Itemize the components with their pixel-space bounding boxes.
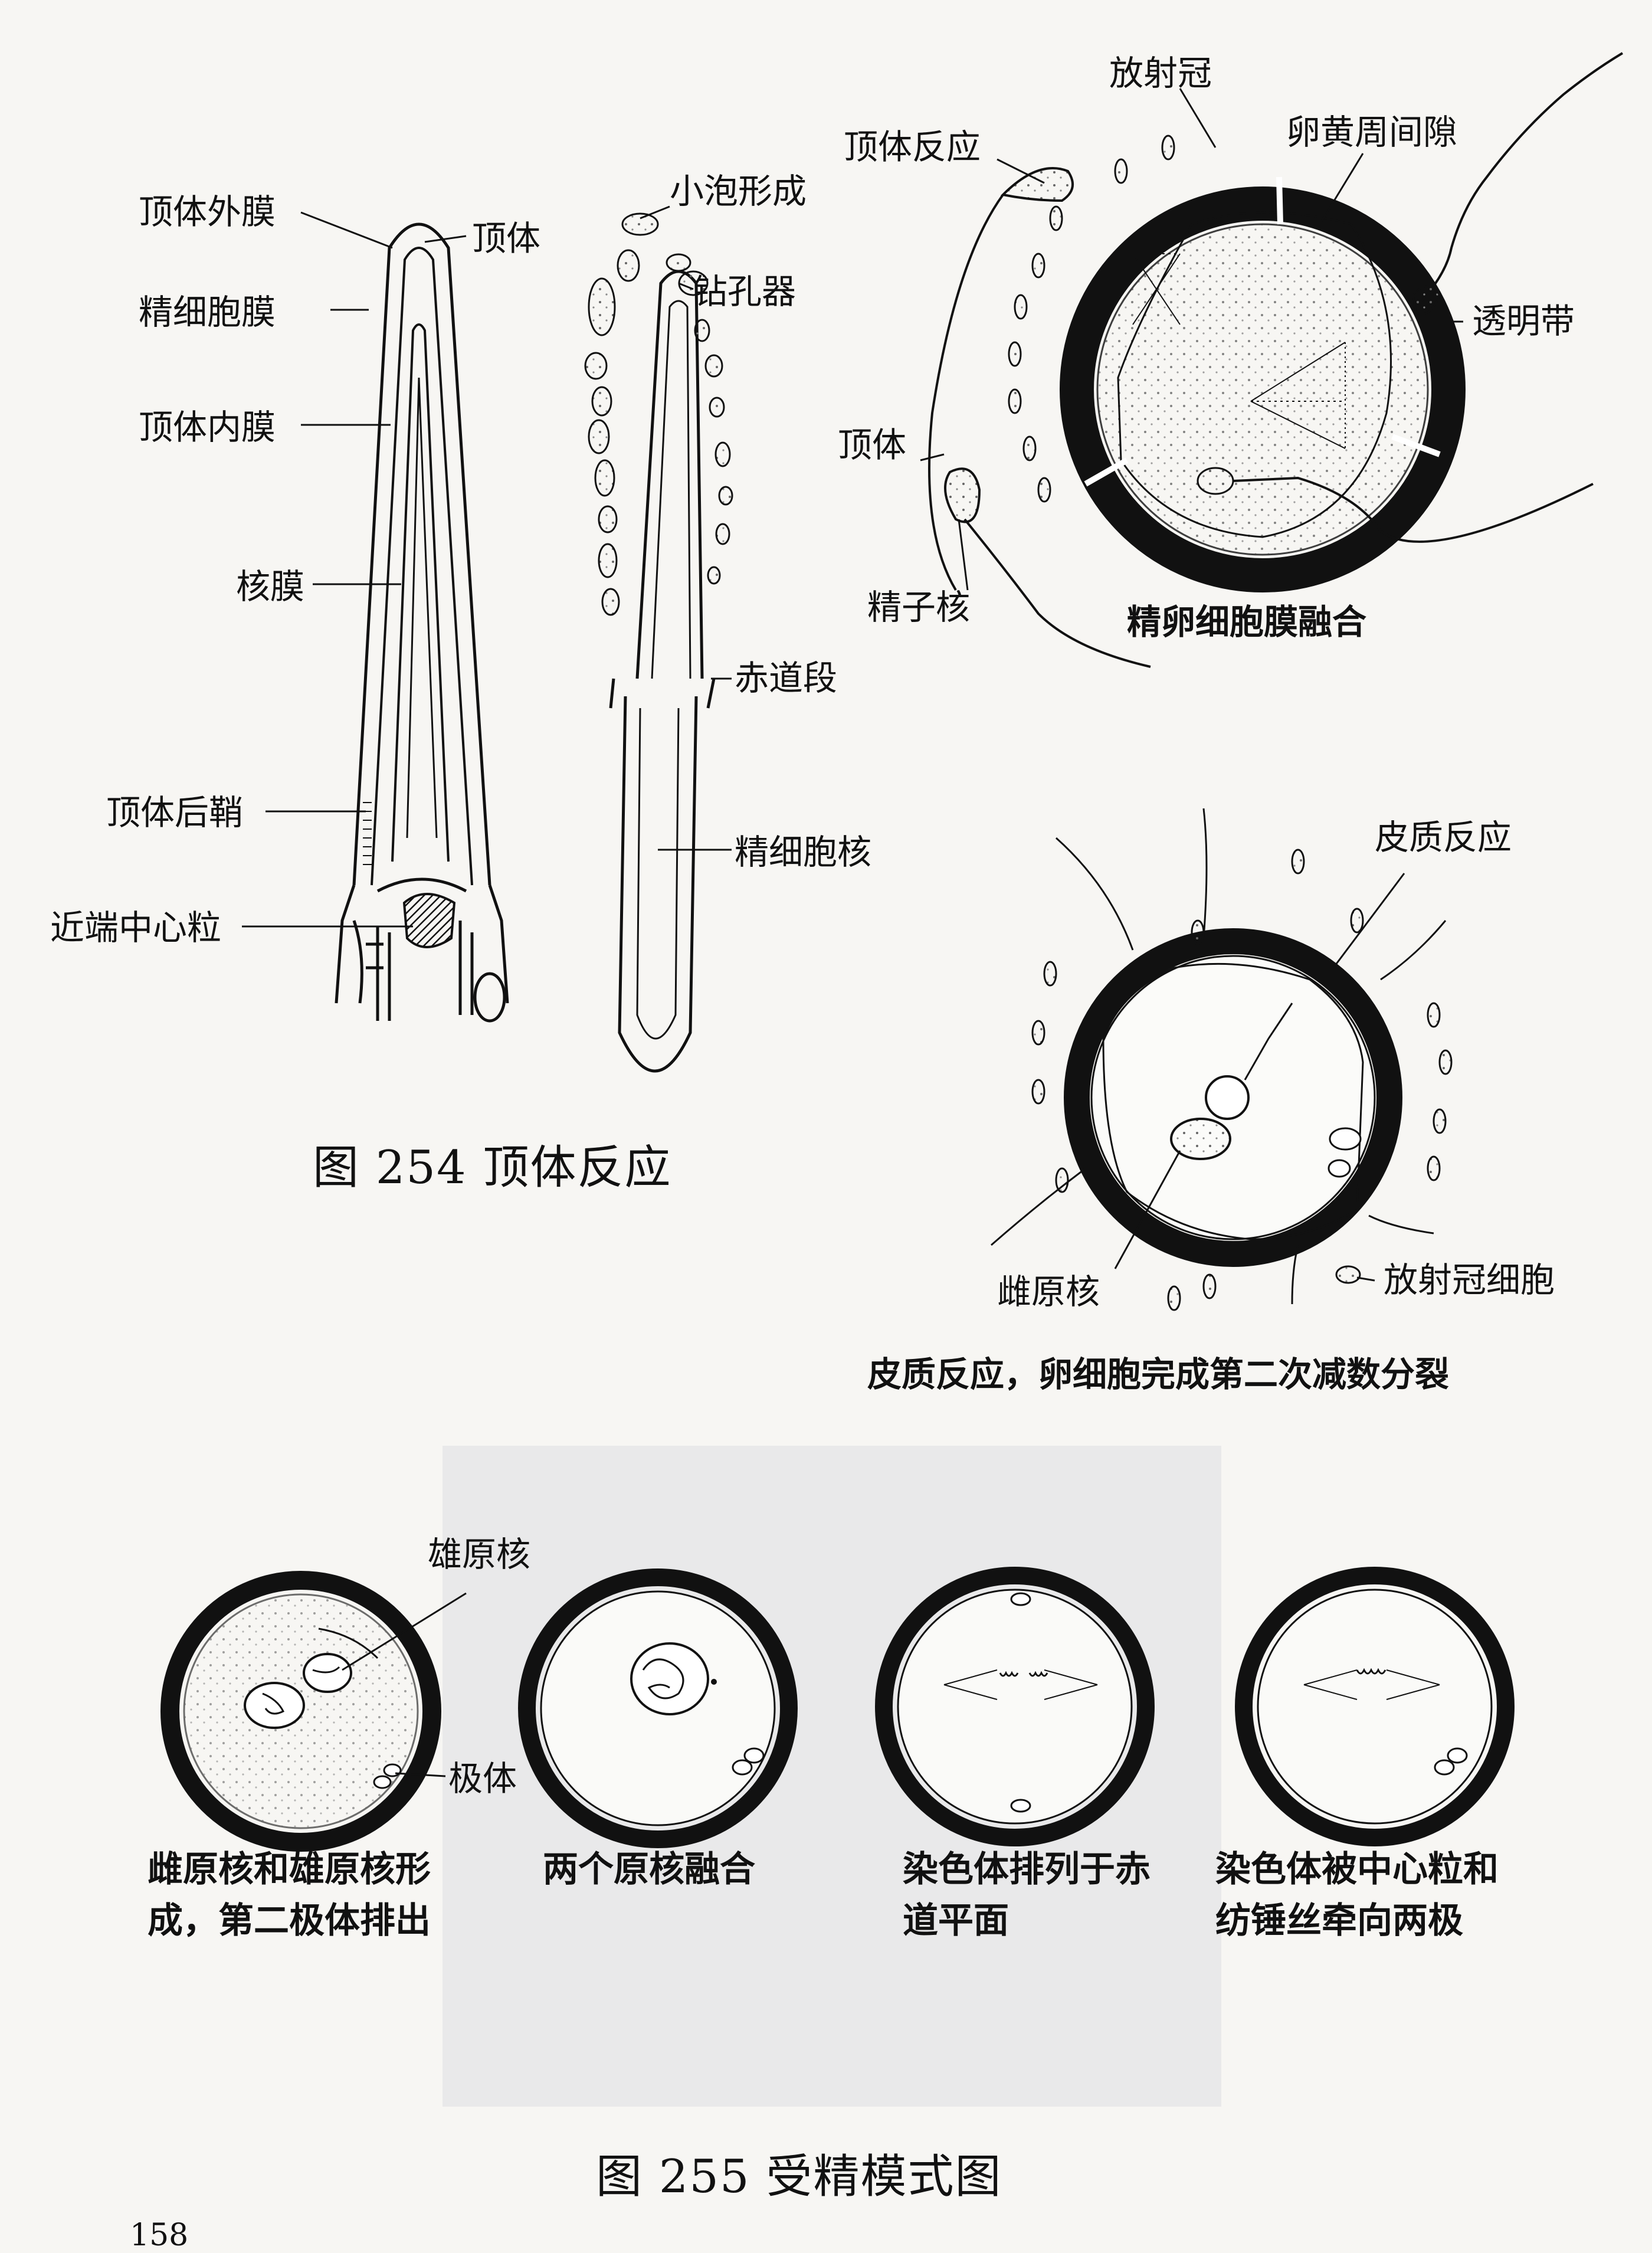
stage-1-caption-line2: 成，第二极体排出 [148, 1900, 431, 1941]
acrosome-label: 顶体 [472, 218, 541, 258]
nuclear-membrane-label: 核膜 [236, 566, 305, 607]
sperm-membrane-label: 精细胞膜 [139, 292, 276, 332]
stage-4-caption-line1: 染色体被中心粒和 [1215, 1849, 1499, 1890]
fusion-sperm-nucleus-label: 精子核 [867, 587, 971, 627]
corona-cell-label: 放射冠细胞 [1384, 1260, 1555, 1300]
stage-4-caption-line2: 纺锤丝牵向两极 [1215, 1900, 1463, 1941]
outer-acrosomal-membrane-label: 顶体外膜 [139, 192, 276, 232]
stage-3-caption: 染色体排列于赤 道平面 [903, 1844, 1150, 1947]
fig254-caption: 图 254 顶体反应 [313, 1141, 672, 1194]
perforator-label: 钻孔器 [693, 271, 796, 312]
page-number: 158 [130, 2218, 189, 2253]
vesicle-formation-label: 小泡形成 [670, 171, 807, 211]
fusion-caption: 精卵细胞膜融合 [1127, 602, 1367, 642]
equatorial-segment-label: 赤道段 [735, 658, 838, 698]
polar-body-label: 极体 [448, 1758, 517, 1799]
stage-2-egg [518, 1568, 798, 1848]
stage-3-caption-line1: 染色体排列于赤 [903, 1849, 1150, 1890]
cortical-reaction-label: 皮质反应 [1375, 817, 1512, 857]
stage-3-egg [875, 1567, 1155, 1846]
leader-lines [242, 88, 1463, 1777]
fusion-acrosome-label: 顶体 [838, 425, 907, 465]
male-pronucleus-circle [1205, 1075, 1250, 1120]
sperm-head-diagram [335, 222, 509, 1023]
fusion-egg-diagram [928, 52, 1624, 668]
female-pronucleus-label: 雌原核 [997, 1272, 1100, 1312]
sperm-nucleus-label: 精细胞核 [735, 832, 872, 872]
proximal-centriole-shape [402, 893, 456, 948]
stage-2-caption: 两个原核融合 [543, 1844, 755, 1895]
corona-radiata-label: 放射冠 [1109, 53, 1212, 93]
postacrosomal-sheath-label: 顶体后鞘 [106, 793, 244, 833]
cortical-caption: 皮质反应，卵细胞完成第二次减数分裂 [867, 1354, 1450, 1394]
inner-acrosomal-membrane-label: 顶体内膜 [139, 407, 276, 447]
stage-1-caption: 雌原核和雄原核形 成，第二极体排出 [148, 1844, 431, 1947]
vesicles [584, 212, 733, 616]
fused-sperm-head [1197, 467, 1234, 495]
cortical-reaction-egg-diagram [991, 808, 1453, 1311]
stage-1-egg [160, 1571, 441, 1852]
perivitelline-space-label: 卵黄周间隙 [1286, 112, 1458, 152]
male-pronucleus-label: 雄原核 [428, 1534, 531, 1574]
fig255-caption: 图 255 受精模式图 [596, 2150, 1002, 2203]
stage-3-caption-line2: 道平面 [903, 1900, 1009, 1941]
zona-pellucida-label: 透明带 [1472, 301, 1575, 341]
stage-4-egg [1235, 1567, 1515, 1846]
reacting-sperm-diagram [609, 270, 716, 1073]
proximal-centriole-label: 近端中心粒 [50, 908, 222, 948]
acrosome-reaction-label: 顶体反应 [844, 127, 981, 167]
female-pronucleus-shape [1170, 1118, 1231, 1160]
stage-2-caption-line1: 两个原核融合 [543, 1849, 755, 1890]
stage-4-caption: 染色体被中心粒和 纺锤丝牵向两极 [1215, 1844, 1499, 1947]
stage-1-caption-line1: 雌原核和雄原核形 [148, 1849, 431, 1890]
